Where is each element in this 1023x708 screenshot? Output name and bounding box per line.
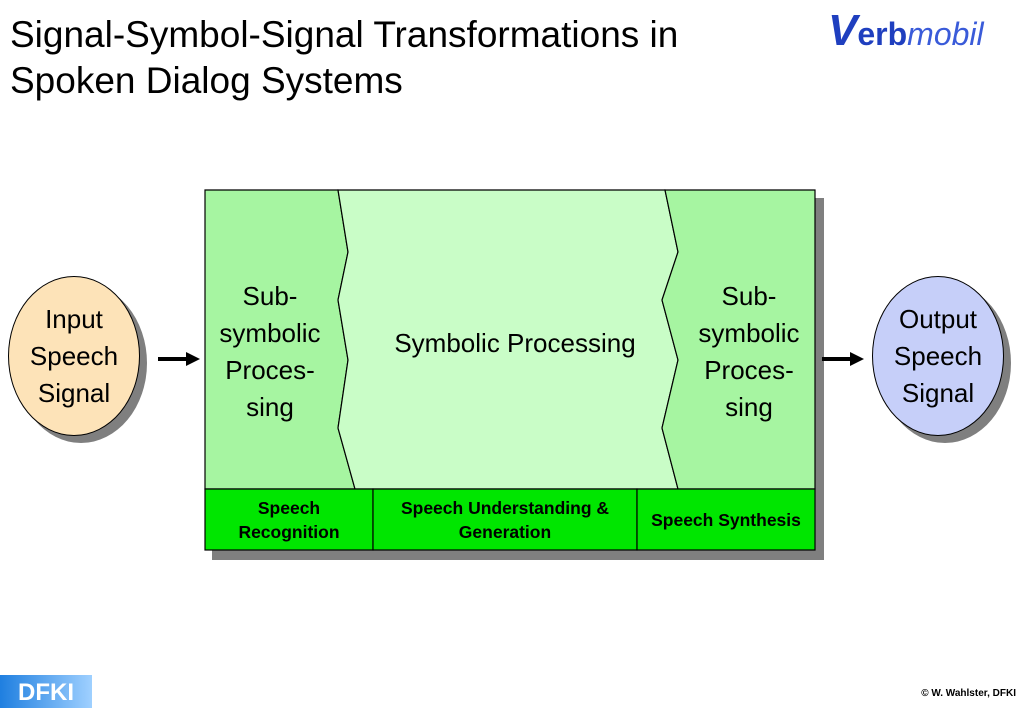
output-speech-signal-node: Output Speech Signal — [872, 276, 1004, 436]
zone-right-label: Sub-symbolic Proces-sing — [698, 281, 800, 422]
zone-right-shape — [661, 189, 816, 490]
band-middle-label: Speech Understanding & Generation — [400, 497, 610, 542]
copyright: © W. Wahlster, DFKI — [921, 688, 1016, 699]
band-right-shape — [636, 488, 816, 551]
arrow-input-to-box — [158, 352, 200, 366]
input-label: Input Speech Signal — [29, 303, 119, 408]
output-label: Output Speech Signal — [893, 303, 983, 408]
logo-part-mobil: mobil — [907, 16, 984, 52]
band-right-label: Speech Synthesis — [651, 509, 801, 530]
band-left-label: Speech Recognition — [238, 497, 340, 542]
slide-title: Signal-Symbol-Signal Transformations in … — [10, 14, 679, 101]
arrow-box-to-output — [822, 352, 864, 366]
dfki-logo-text: DFKI — [18, 679, 74, 706]
input-speech-signal-node: Input Speech Signal — [8, 276, 140, 436]
zone-middle-label: Symbolic Processing — [394, 328, 636, 358]
band-middle-shape — [372, 488, 638, 551]
dfki-logo: DFKI — [0, 675, 92, 708]
logo-part-erb: erb — [857, 16, 908, 52]
zone-left-label: Sub-symbolic Proces-sing — [219, 281, 321, 422]
logo-part-v: V — [828, 6, 858, 55]
verbmobil-logo: Verbmobil — [828, 6, 984, 55]
